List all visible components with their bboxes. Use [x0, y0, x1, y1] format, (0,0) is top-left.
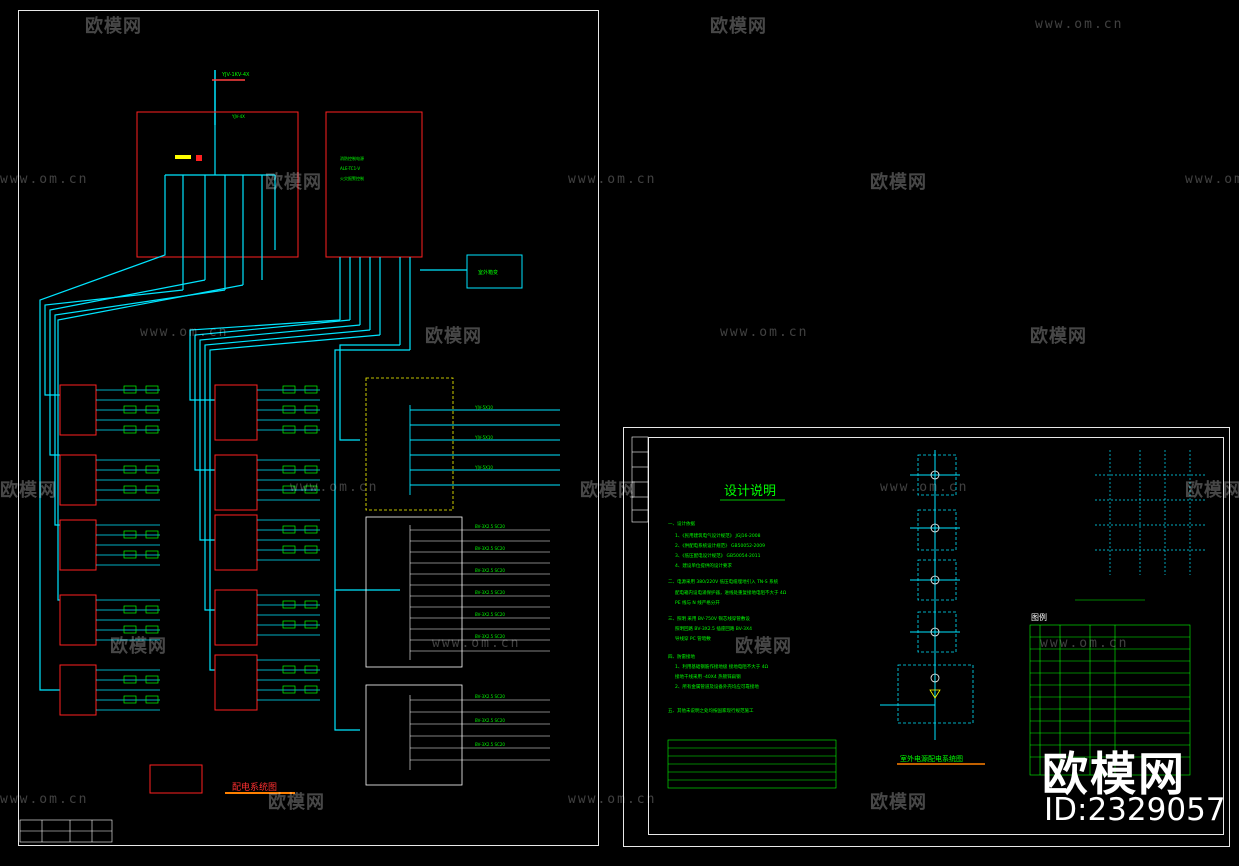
svg-text:照明回路 BV-3X2.5 插座回路 BV-3X4: 照明回路 BV-3X2.5 插座回路 BV-3X4 [675, 625, 752, 632]
svg-text:BV-3X2.5 SC20: BV-3X2.5 SC20 [475, 742, 505, 747]
svg-text:4、建设单位提供的设计要求: 4、建设单位提供的设计要求 [675, 562, 732, 569]
svg-text:三、照明 采用 BV-750V 铜芯线穿管敷设: 三、照明 采用 BV-750V 铜芯线穿管敷设 [668, 615, 750, 622]
svg-text:室外箱变: 室外箱变 [478, 269, 498, 276]
watermark-logo: 欧模网 [85, 16, 142, 37]
svg-text:BV-3X2.5 SC20: BV-3X2.5 SC20 [475, 524, 505, 529]
legend-title: 图例 [1031, 613, 1047, 622]
watermark-url: www.om.cn [568, 172, 657, 187]
svg-text:BV-3X2.5 SC20: BV-3X2.5 SC20 [475, 694, 505, 699]
watermark-url: www.om.cn [568, 792, 657, 807]
model-id-label: ID:2329057 [1044, 792, 1226, 828]
watermark-logo: 欧模网 [0, 480, 57, 501]
watermark-logo: 欧模网 [1030, 326, 1087, 347]
switchgear-region [365, 377, 454, 511]
design-notes-title: 设计说明 [724, 484, 777, 499]
svg-text:ALE-TC1-V: ALE-TC1-V [340, 166, 360, 171]
svg-text:BV-3X2.5 SC20: BV-3X2.5 SC20 [475, 590, 505, 595]
watermark-logo: 欧模网 [710, 16, 767, 37]
svg-text:YJV-5X10: YJV-5X10 [474, 435, 493, 440]
svg-text:YJV-5X10: YJV-5X10 [474, 465, 493, 470]
watermark-logo: 欧模网 [870, 792, 927, 813]
svg-text:BV-3X2.5 SC20: BV-3X2.5 SC20 [475, 718, 505, 723]
svg-text:BV-3X2.5 SC20: BV-3X2.5 SC20 [475, 612, 505, 617]
watermark-url: www.om.cn [0, 172, 89, 187]
external-equipment-box [466, 254, 523, 289]
svg-text:一、设计依据: 一、设计依据 [668, 520, 695, 527]
watermark-logo: 欧模网 [425, 326, 482, 347]
right-drawing-sheet [623, 427, 1230, 847]
svg-text:PE 线与 N 线严格分开: PE 线与 N 线严格分开 [675, 599, 720, 606]
svg-text:BV-3X2.5 SC20: BV-3X2.5 SC20 [475, 634, 505, 639]
svg-text:1、《民用建筑电气设计规范》 JGJ16-2008: 1、《民用建筑电气设计规范》 JGJ16-2008 [675, 532, 761, 539]
svg-text:导线穿 PC 管暗敷: 导线穿 PC 管暗敷 [675, 635, 711, 642]
svg-text:BV-3X2.5 SC20: BV-3X2.5 SC20 [475, 568, 505, 573]
svg-text:1、利用基础钢筋作接地极 接地电阻不大于 4Ω: 1、利用基础钢筋作接地极 接地电阻不大于 4Ω [675, 663, 769, 670]
watermark-logo: 欧模网 [110, 636, 167, 657]
watermark-url: www.om.cn [1035, 17, 1124, 32]
svg-text:YJV-4X: YJV-4X [231, 114, 245, 119]
incoming-feeder [212, 70, 245, 125]
watermark-url: www.om.cn [432, 636, 521, 651]
left-drawing-title: 配电系统图 [232, 783, 278, 793]
watermark-url: www.om.cn [880, 480, 969, 495]
right-drawing-inner-frame [648, 437, 1224, 835]
svg-text:YJV-1KV-4X: YJV-1KV-4X [221, 72, 250, 78]
svg-text:2、《供配电系统设计规范》 GB50052-2009: 2、《供配电系统设计规范》 GB50052-2009 [675, 542, 765, 549]
watermark-logo: 欧模网 [735, 636, 792, 657]
watermark-url: www.om.cn [1185, 172, 1239, 187]
svg-text:四、防雷接地: 四、防雷接地 [668, 653, 695, 660]
riser-diagram-title: 室外电源配电系统图 [900, 755, 963, 763]
watermark-logo: 欧模网 [268, 792, 325, 813]
brand-logo-text: 欧模网 [1042, 747, 1186, 801]
svg-text:配电箱内设电涌保护器，进线处重复接地电阻不大于 4Ω: 配电箱内设电涌保护器，进线处重复接地电阻不大于 4Ω [675, 589, 787, 596]
svg-text:3、《低压配电设计规范》 GB50054-2011: 3、《低压配电设计规范》 GB50054-2011 [675, 552, 761, 559]
watermark-url: www.om.cn [1040, 636, 1129, 651]
svg-text:消防控制电源: 消防控制电源 [340, 155, 364, 161]
svg-text:2、所有金属管道及设备外壳均应可靠接地: 2、所有金属管道及设备外壳均应可靠接地 [675, 683, 759, 690]
watermark-logo: 欧模网 [580, 480, 637, 501]
watermark-logo: 欧模网 [1185, 480, 1239, 501]
svg-text:二、电源采用 380/220V 低压电缆埋地引入 TN-S: 二、电源采用 380/220V 低压电缆埋地引入 TN-S 系统 [668, 578, 779, 585]
watermark-url: www.om.cn [290, 480, 379, 495]
distribution-board-1 [365, 516, 463, 668]
watermark-logo: 欧模网 [870, 172, 927, 193]
watermark-url: www.om.cn [720, 325, 809, 340]
svg-text:五、其他未说明之处均按国家现行规范施工: 五、其他未说明之处均按国家现行规范施工 [668, 707, 754, 714]
svg-text:BV-3X2.5 SC20: BV-3X2.5 SC20 [475, 546, 505, 551]
svg-text:火灾报警控制: 火灾报警控制 [340, 175, 364, 181]
left-drawing-sheet [18, 10, 599, 846]
fire-control-panel [325, 111, 423, 258]
watermark-logo: 欧模网 [265, 172, 322, 193]
watermark-url: www.om.cn [140, 325, 229, 340]
watermark-url: www.om.cn [0, 792, 89, 807]
main-distribution-panel [136, 111, 299, 258]
distribution-board-2 [365, 684, 463, 786]
svg-text:接地干线采用 -40X4 热镀锌扁钢: 接地干线采用 -40X4 热镀锌扁钢 [675, 673, 741, 680]
svg-text:YJV-5X10: YJV-5X10 [474, 405, 493, 410]
